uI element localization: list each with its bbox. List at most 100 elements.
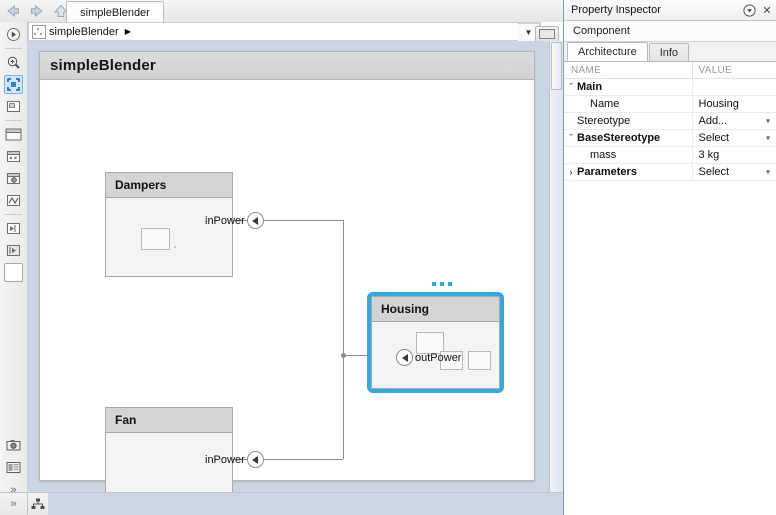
port-input-marker-icon (246, 212, 264, 229)
diagram-canvas[interactable]: simpleBlender Dampers inPower (27, 41, 563, 493)
table-row[interactable]: Name Housing (564, 95, 776, 113)
property-inspector-subtitle: Component (564, 21, 776, 42)
selection-dots-handle[interactable] (432, 282, 452, 286)
block-fan-title: Fan (105, 407, 233, 433)
chevron-down-icon[interactable]: ▾ (765, 167, 770, 177)
port-housing-outpower-label: outPower (415, 351, 462, 364)
document-tab-simpleblender[interactable]: simpleBlender (66, 1, 164, 24)
chevron-down-icon[interactable]: ˇ (569, 82, 573, 92)
chevron-right-icon[interactable]: › (569, 167, 573, 177)
port-housing-outpower[interactable]: outPower (396, 349, 463, 366)
keyboard-shortcut-button[interactable] (535, 26, 559, 42)
more-tools-icon[interactable]: » (10, 483, 17, 496)
canvas-vertical-scrollbar[interactable] (549, 41, 563, 493)
property-name-cell: Name (564, 95, 693, 113)
toolbar-spacer (0, 285, 27, 433)
property-label: Parameters (577, 166, 637, 178)
property-value-cell-stereotype[interactable]: Add... ▾ (692, 112, 776, 130)
port-input-marker-icon (396, 349, 413, 366)
property-value-cell (692, 78, 776, 96)
block-fan[interactable]: Fan inPower (105, 407, 264, 493)
zoom-region-icon[interactable] (4, 97, 23, 116)
port-input-icon[interactable] (4, 219, 23, 238)
property-label: BaseStereotype (577, 132, 661, 144)
back-arrow-icon[interactable] (4, 2, 22, 20)
connector-icon[interactable] (4, 263, 23, 282)
component-icon[interactable] (4, 125, 23, 144)
status-expand-button[interactable]: » (0, 493, 28, 515)
property-inspector-title: Property Inspector (571, 4, 661, 16)
property-label: Name (590, 98, 620, 110)
property-label: mass (590, 149, 617, 161)
breadcrumb-label: simpleBlender (49, 25, 119, 38)
adapter-icon[interactable] (4, 191, 23, 210)
property-name-cell[interactable]: › Parameters (564, 163, 693, 181)
toolbar-separator (5, 120, 22, 121)
column-header-name: NAME (564, 62, 693, 79)
block-housing-body (371, 322, 500, 389)
wire-fan-to-junction (233, 459, 343, 460)
report-icon[interactable] (4, 458, 23, 477)
property-label: Stereotype (577, 115, 631, 127)
table-row[interactable]: ˇ BaseStereotype Select ▾ (564, 129, 776, 147)
tab-architecture[interactable]: Architecture (567, 42, 648, 61)
table-row[interactable]: mass 3 kg (564, 146, 776, 164)
diagram-sheet: simpleBlender Dampers inPower (39, 51, 535, 493)
tab-info[interactable]: Info (648, 43, 690, 61)
block-housing[interactable]: Housing outPower (367, 292, 504, 393)
port-output-icon[interactable] (4, 241, 23, 260)
property-value: Add... (698, 115, 728, 127)
breadcrumb[interactable]: simpleBlender ▶ ▼ (28, 22, 541, 42)
port-dampers-inpower[interactable]: inPower (203, 212, 264, 229)
diagram-body[interactable]: Dampers inPower Housing (40, 80, 534, 493)
variant-component-icon[interactable] (4, 147, 23, 166)
chevron-down-icon[interactable]: ▾ (765, 116, 770, 126)
navigation-buttons (4, 2, 70, 20)
block-dampers-body (105, 198, 233, 277)
document-tab-label: simpleBlender (80, 6, 150, 19)
zoom-in-icon[interactable] (4, 53, 23, 72)
keyboard-icon (539, 29, 555, 39)
block-dampers-title: Dampers (105, 172, 233, 198)
property-label: Main (577, 81, 603, 93)
property-value-cell-mass[interactable]: 3 kg (692, 146, 776, 164)
table-row[interactable]: › Parameters Select ▾ (564, 163, 776, 181)
panel-options-button[interactable] (740, 1, 758, 19)
toolbar-separator (5, 214, 22, 215)
property-value: Select (698, 132, 730, 144)
tab-architecture-label: Architecture (578, 45, 637, 58)
block-dampers-inner-shape (141, 228, 170, 250)
breadcrumb-bar: simpleBlender ▶ ▼ (0, 22, 563, 42)
close-icon[interactable]: ✕ (762, 4, 772, 17)
property-value-cell-name[interactable]: Housing (692, 95, 776, 113)
table-row[interactable]: Stereotype Add... ▾ (564, 112, 776, 130)
port-fan-inpower[interactable]: inPower (203, 451, 264, 468)
snapshot-icon[interactable] (4, 436, 23, 455)
block-housing-inner-shape-1 (416, 332, 444, 354)
property-name-cell[interactable]: ˇ BaseStereotype (564, 129, 693, 147)
breadcrumb-expand-arrow-icon[interactable]: ▶ (124, 27, 131, 36)
property-value-cell-basestereotype[interactable]: Select ▾ (692, 129, 776, 147)
page-title: simpleBlender (40, 52, 534, 80)
model-icon (32, 24, 46, 39)
forward-arrow-icon[interactable] (28, 2, 46, 20)
property-value-cell-parameters[interactable]: Select ▾ (692, 163, 776, 181)
property-inspector-panel: Property Inspector ✕ Component Architect… (563, 0, 776, 515)
reference-component-icon[interactable] (4, 169, 23, 188)
column-header-value: VALUE (692, 62, 776, 79)
table-row[interactable]: ˇ Main (564, 78, 776, 96)
chevron-down-icon[interactable]: ˇ (569, 133, 573, 143)
property-inspector-tabs: Architecture Info (564, 42, 776, 62)
block-dampers[interactable]: Dampers inPower (105, 172, 264, 277)
canvas-scrollbar-thumb[interactable] (551, 42, 562, 90)
wire-junction[interactable] (341, 353, 346, 358)
property-value: 3 kg (698, 149, 720, 161)
run-icon[interactable] (4, 25, 23, 44)
wire-vertical-bottom (343, 355, 344, 459)
property-name-cell: mass (564, 146, 693, 164)
block-housing-title: Housing (371, 296, 500, 322)
hierarchy-icon[interactable] (30, 496, 46, 512)
property-name-cell[interactable]: ˇ Main (564, 78, 693, 96)
fit-to-view-icon[interactable] (4, 75, 23, 94)
chevron-down-icon[interactable]: ▾ (765, 133, 770, 143)
